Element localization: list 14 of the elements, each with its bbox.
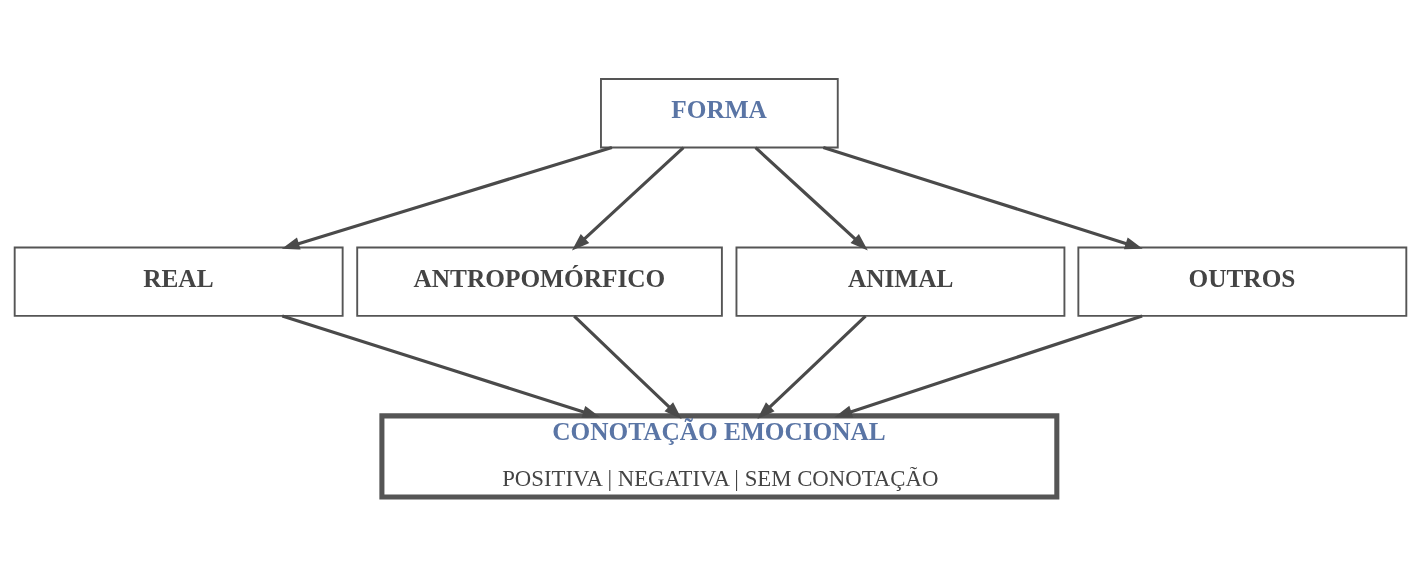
- node-box: OUTROS: [1077, 246, 1408, 317]
- node-box: CONOTAÇÃO EMOCIONAL POSITIVA | NEGATIVA | SEM CONOTAÇÃO: [379, 412, 1060, 499]
- arrow: [281, 313, 601, 418]
- arrow: [822, 145, 1143, 249]
- arrow: [834, 313, 1143, 418]
- arrow: [573, 314, 682, 419]
- arrow: [571, 146, 685, 251]
- node-box: FORMA: [600, 77, 839, 148]
- arrow: [754, 146, 868, 251]
- node-box: ANTROPOMÓRFICO: [356, 246, 723, 317]
- arrow: [281, 145, 613, 249]
- arrow: [757, 314, 867, 419]
- node-box: ANIMAL: [735, 246, 1066, 317]
- node-box: REAL: [13, 246, 344, 317]
